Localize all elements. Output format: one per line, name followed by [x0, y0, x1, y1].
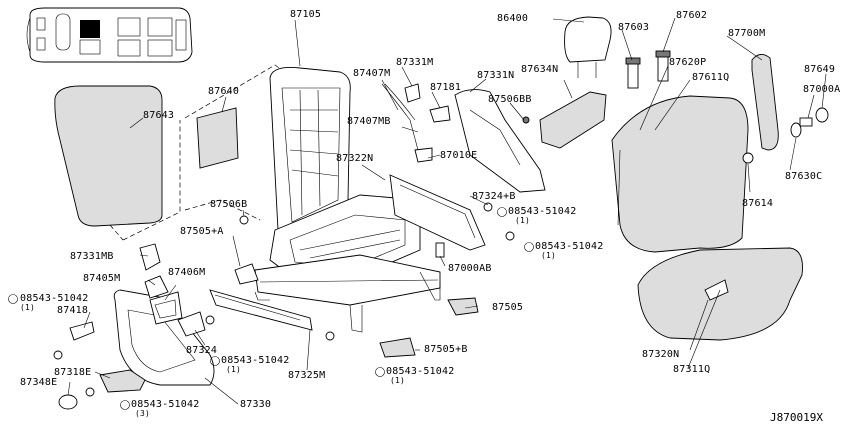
callout-87331M: 87331M — [396, 57, 434, 68]
callout-08543-a-qty: (1) — [515, 216, 531, 225]
cap-87649 — [815, 107, 829, 123]
leader-lines — [67, 17, 827, 405]
washer-87630C — [790, 122, 802, 138]
bracket-87331MB — [139, 243, 161, 271]
vehicle-locator-icon — [26, 7, 193, 63]
callout-08543-a: 08543-51042 — [508, 206, 577, 217]
callout-87331MB: 87331MB — [70, 251, 114, 262]
clip-87324 — [177, 311, 206, 337]
callout-87325M: 87325M — [288, 370, 326, 381]
callout-87330: 87330 — [240, 399, 272, 410]
clip-87181 — [429, 105, 451, 123]
callout-87505A: 87505+A — [180, 226, 224, 237]
callout-87643: 87643 — [143, 110, 175, 121]
back-panel-87643 — [54, 85, 163, 227]
callout-87000A: 87000A — [803, 84, 841, 95]
callout-87406M: 87406M — [168, 267, 206, 278]
callout-87506B: 87506B — [210, 199, 248, 210]
callout-08543-d-qty: (1) — [226, 365, 242, 374]
bolt-markers — [8, 207, 534, 410]
callout-08543-d: 08543-51042 — [221, 355, 290, 366]
side-cover-87322N — [389, 174, 486, 251]
bracket-87505A — [234, 263, 259, 285]
callout-87649: 87649 — [804, 64, 836, 75]
pin-87010E — [414, 147, 433, 163]
clip-87405M — [144, 275, 169, 299]
callout-87603: 87603 — [618, 22, 650, 33]
callout-87324B: 87324+B — [472, 191, 516, 202]
bracket-87418 — [69, 321, 95, 341]
callout-87311Q: 87311Q — [673, 364, 711, 375]
washer-87614 — [742, 152, 754, 164]
headrest-86400 — [564, 16, 612, 78]
callout-87700M: 87700M — [728, 28, 766, 39]
wire-87407M — [381, 83, 419, 151]
screw-icons — [53, 116, 530, 397]
callout-87105: 87105 — [290, 9, 322, 20]
callout-87630C: 87630C — [785, 171, 823, 182]
callout-08543-c: 08543-51042 — [20, 293, 89, 304]
callout-87318E: 87318E — [54, 367, 92, 378]
seat-cushion-87311Q — [637, 247, 803, 341]
pad-87640 — [196, 107, 239, 169]
bolt-87000A — [799, 117, 813, 127]
callout-08543-f: 08543-51042 — [131, 399, 200, 410]
callout-86400: 86400 — [497, 13, 529, 24]
seat-back-cushion-87611Q — [611, 95, 749, 253]
callout-87505B: 87505+B — [424, 344, 468, 355]
callout-87640: 87640 — [208, 86, 240, 97]
callout-87322N: 87322N — [336, 153, 374, 164]
callout-87320N: 87320N — [642, 349, 680, 360]
callout-87405M: 87405M — [83, 273, 121, 284]
seat-frame-87105 — [254, 67, 441, 333]
bracket-87505B — [379, 337, 416, 358]
callout-87331N: 87331N — [477, 70, 515, 81]
callout-87000AB: 87000AB — [448, 263, 492, 274]
callout-87418: 87418 — [57, 305, 89, 316]
callout-87611Q: 87611Q — [692, 72, 730, 83]
armrest-87700M — [751, 54, 779, 151]
guide-87603 — [625, 57, 641, 89]
side-trim-87325M — [209, 289, 313, 331]
callout-08543-e: 08543-51042 — [386, 366, 455, 377]
callout-87614: 87614 — [742, 198, 774, 209]
callout-87348E: 87348E — [20, 377, 58, 388]
callout-87506BB: 87506BB — [488, 94, 532, 105]
callout-87602: 87602 — [676, 10, 708, 21]
callout-87010E: 87010E — [440, 150, 478, 161]
callout-87407M: 87407M — [353, 68, 391, 79]
callout-87620P: 87620P — [669, 57, 707, 68]
callout-87181: 87181 — [430, 82, 462, 93]
back-board-87634N — [539, 91, 607, 149]
callout-08543-b: 08543-51042 — [535, 241, 604, 252]
cap-87348E — [58, 394, 78, 410]
callout-08543-b-qty: (1) — [541, 251, 557, 260]
callout-08543-f-qty: (3) — [135, 409, 151, 418]
side-panel-87331N — [454, 89, 546, 193]
callout-08543-c-qty: (1) — [20, 303, 36, 312]
lever-87318E — [99, 369, 146, 393]
bracket-87505 — [447, 297, 479, 316]
callout-87324: 87324 — [186, 345, 218, 356]
callout-87407MB: 87407MB — [347, 116, 391, 127]
clip-87331M — [404, 83, 421, 103]
callout-08543-e-qty: (1) — [390, 376, 406, 385]
callout-87505: 87505 — [492, 302, 524, 313]
callout-87634N: 87634N — [521, 64, 559, 75]
guide-87602 — [655, 50, 671, 82]
diagram-code: J870019X — [770, 411, 823, 424]
